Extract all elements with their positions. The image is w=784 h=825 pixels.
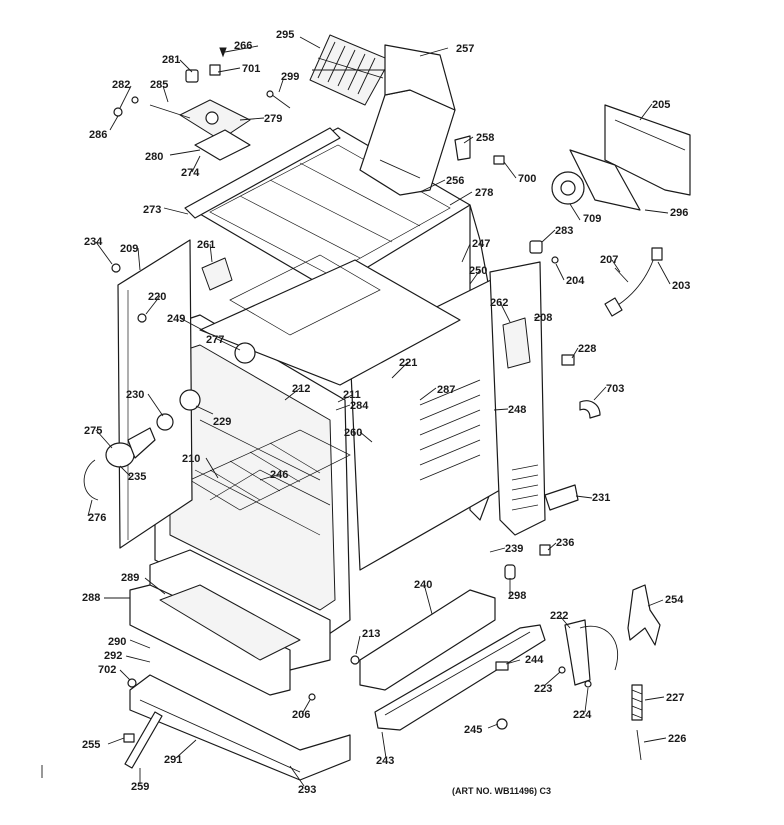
callout-206: 206 bbox=[292, 709, 310, 721]
callout-291: 291 bbox=[164, 754, 182, 766]
callout-289: 289 bbox=[121, 572, 139, 584]
callout-287: 287 bbox=[437, 384, 455, 396]
callout-702: 702 bbox=[98, 664, 116, 676]
callout-299: 299 bbox=[281, 71, 299, 83]
callout-288: 288 bbox=[82, 592, 100, 604]
callout-243: 243 bbox=[376, 755, 394, 767]
callout-259: 259 bbox=[131, 781, 149, 793]
callout-285: 285 bbox=[150, 79, 168, 91]
callout-240: 240 bbox=[414, 579, 432, 591]
callout-254: 254 bbox=[665, 594, 684, 606]
callout-280: 280 bbox=[145, 151, 163, 163]
callout-222: 222 bbox=[550, 610, 568, 622]
callout-290: 290 bbox=[108, 636, 126, 648]
top-parts bbox=[113, 34, 691, 219]
bottom-left-parts bbox=[123, 655, 360, 769]
range-cabinet-body bbox=[117, 127, 546, 781]
callout-246: 246 bbox=[270, 469, 288, 481]
callout-213: 213 bbox=[362, 628, 380, 640]
callout-709: 709 bbox=[583, 213, 601, 225]
callout-257: 257 bbox=[456, 43, 474, 55]
callout-248: 248 bbox=[508, 404, 526, 416]
callout-703: 703 bbox=[606, 383, 624, 395]
filter-mesh bbox=[312, 41, 385, 95]
callout-208: 208 bbox=[534, 312, 552, 324]
callout-286: 286 bbox=[89, 129, 107, 141]
callout-298: 298 bbox=[508, 590, 526, 602]
side-vent-slats bbox=[419, 379, 481, 481]
callout-228: 228 bbox=[578, 343, 596, 355]
callout-256: 256 bbox=[446, 175, 464, 187]
callout-231: 231 bbox=[592, 492, 610, 504]
callout-244: 244 bbox=[525, 654, 544, 666]
callout-283: 283 bbox=[555, 225, 573, 237]
callout-239: 239 bbox=[505, 543, 523, 555]
callout-224: 224 bbox=[573, 709, 592, 721]
right-parts bbox=[495, 240, 663, 761]
callout-221: 221 bbox=[399, 357, 417, 369]
callout-255: 255 bbox=[82, 739, 100, 751]
callout-247: 247 bbox=[472, 238, 490, 250]
rear-vent-grid bbox=[511, 464, 539, 511]
callout-273: 273 bbox=[143, 204, 161, 216]
callout-labels: 266 281 701 295 257 282 285 299 279 286 … bbox=[82, 29, 690, 796]
callout-279: 279 bbox=[264, 113, 282, 125]
callout-700: 700 bbox=[518, 173, 536, 185]
callout-220: 220 bbox=[148, 291, 166, 303]
callout-276: 276 bbox=[88, 512, 106, 524]
callout-278: 278 bbox=[475, 187, 493, 199]
art-number: (ART NO. WB11496) C3 bbox=[452, 786, 552, 796]
callout-262: 262 bbox=[490, 297, 508, 309]
callout-230: 230 bbox=[126, 389, 144, 401]
callout-223: 223 bbox=[534, 683, 552, 695]
callout-292: 292 bbox=[104, 650, 122, 662]
callout-245: 245 bbox=[464, 724, 482, 736]
callout-277: 277 bbox=[206, 334, 224, 346]
left-parts bbox=[83, 257, 256, 501]
leader-lines bbox=[87, 36, 671, 787]
callout-226: 226 bbox=[668, 733, 686, 745]
callout-284: 284 bbox=[350, 400, 369, 412]
callout-236: 236 bbox=[556, 537, 574, 549]
callout-227: 227 bbox=[666, 692, 684, 704]
callout-249: 249 bbox=[167, 313, 185, 325]
callout-229: 229 bbox=[213, 416, 231, 428]
callout-293: 293 bbox=[298, 784, 316, 796]
callout-205: 205 bbox=[652, 99, 670, 111]
callout-258: 258 bbox=[476, 132, 494, 144]
callout-235: 235 bbox=[128, 471, 146, 483]
callout-234: 234 bbox=[84, 236, 103, 248]
callout-295: 295 bbox=[276, 29, 294, 41]
callout-210: 210 bbox=[182, 453, 200, 465]
callout-281: 281 bbox=[162, 54, 180, 66]
callout-282: 282 bbox=[112, 79, 130, 91]
callout-274: 274 bbox=[181, 167, 200, 179]
callout-275: 275 bbox=[84, 425, 102, 437]
callout-701: 701 bbox=[242, 63, 260, 75]
oven-rack bbox=[189, 429, 351, 511]
callout-260: 260 bbox=[344, 427, 362, 439]
callout-204: 204 bbox=[566, 275, 585, 287]
callout-211: 211 bbox=[343, 389, 361, 401]
spring-coil bbox=[631, 684, 643, 721]
callout-203: 203 bbox=[672, 280, 690, 292]
callout-207: 207 bbox=[600, 254, 618, 266]
callout-209: 209 bbox=[120, 243, 138, 255]
callout-261: 261 bbox=[197, 239, 215, 251]
callout-250: 250 bbox=[469, 265, 487, 277]
callout-212: 212 bbox=[292, 383, 310, 395]
callout-296: 296 bbox=[670, 207, 688, 219]
callout-266: 266 bbox=[234, 40, 252, 52]
